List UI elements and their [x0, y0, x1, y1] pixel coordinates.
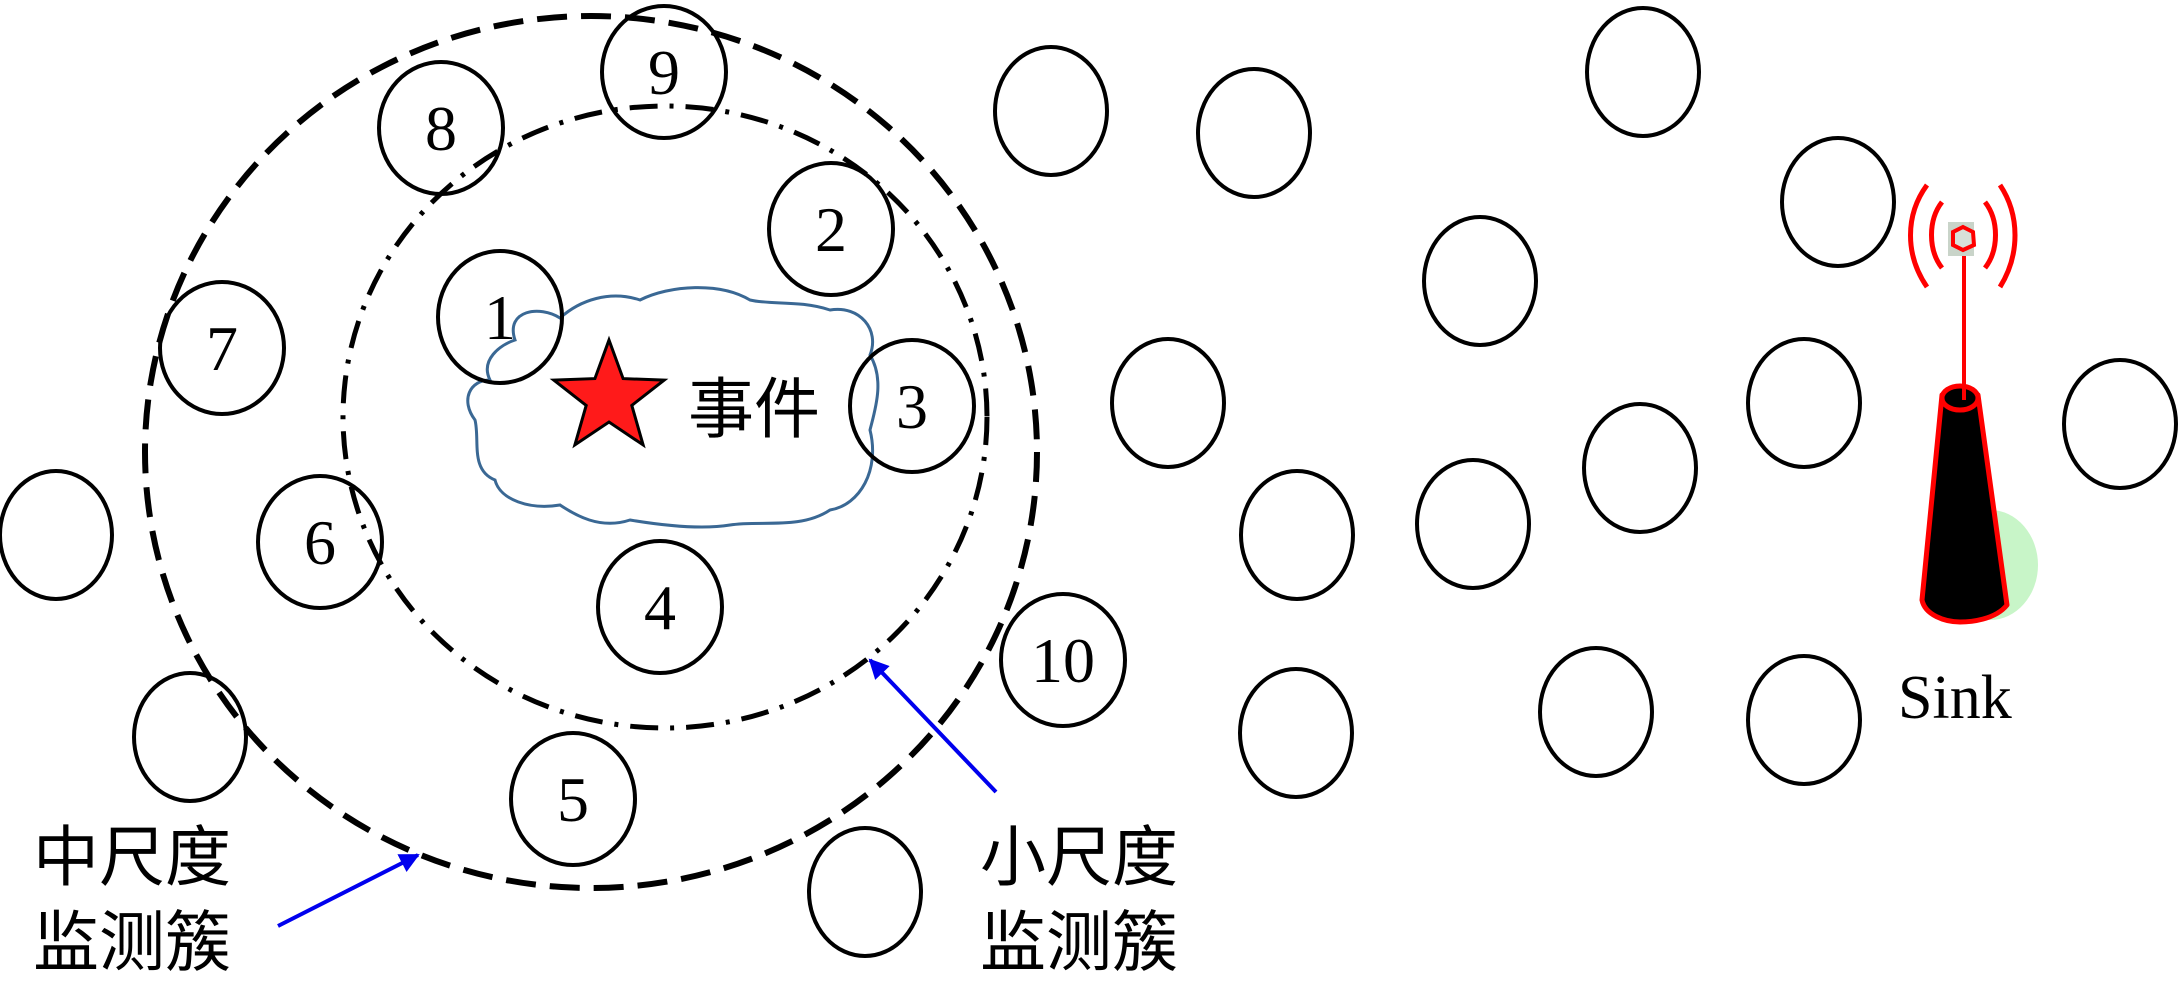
sensor-node [1238, 667, 1354, 799]
node-number: 3 [896, 371, 928, 442]
sensor-node-9: 9 [600, 4, 728, 140]
sensor-node [1780, 136, 1896, 268]
sensor-node [0, 469, 114, 601]
sensor-node-4: 4 [596, 539, 724, 675]
sensor-node [1585, 6, 1701, 138]
sensor-node [1582, 402, 1698, 534]
sensor-node-2: 2 [767, 161, 895, 297]
node-number: 7 [206, 313, 238, 384]
small-cluster-label-line2: 监测簇 [980, 907, 1178, 980]
sensor-node [1746, 654, 1862, 786]
sensor-node-7: 7 [158, 280, 286, 416]
sensor-node [1196, 67, 1312, 199]
sensor-node [2062, 358, 2178, 490]
sensor-node [1538, 646, 1654, 778]
small-cluster-annotation: 小尺度 监测簇 [868, 658, 1178, 980]
medium-cluster-label-line1: 中尺度 [33, 822, 231, 895]
sensor-node [807, 826, 923, 958]
event-cloud [466, 286, 880, 529]
sensor-node [993, 45, 1109, 177]
node-number: 5 [557, 764, 589, 835]
sensor-node [1746, 337, 1862, 469]
medium-cluster-label-line2: 监测簇 [33, 907, 231, 980]
sensor-node-6: 6 [256, 474, 384, 610]
event-label: 事件 [688, 374, 820, 447]
node-number: 6 [304, 507, 336, 578]
small-scale-cluster-boundary [340, 103, 990, 731]
sensor-node [132, 671, 248, 803]
sensor-node-10: 10 [999, 592, 1127, 728]
medium-cluster-arrow [277, 853, 420, 928]
node-number: 8 [425, 93, 457, 164]
node-number: 1 [484, 282, 516, 353]
sensor-node-8: 8 [377, 60, 505, 196]
node-number: 10 [1031, 625, 1095, 696]
sink-antenna-icon [1908, 183, 2038, 625]
event-star-icon [549, 335, 669, 449]
medium-scale-cluster-boundary [142, 13, 1040, 891]
node-number: 9 [648, 37, 680, 108]
sensor-node-5: 5 [509, 731, 637, 867]
sensor-node [1110, 337, 1226, 469]
node-number: 4 [644, 572, 676, 643]
sensor-node-3: 3 [848, 338, 976, 474]
sensor-node [1422, 215, 1538, 347]
medium-cluster-annotation: 中尺度 监测簇 [33, 822, 420, 980]
sensor-node [1239, 469, 1355, 601]
sensor-node [1415, 458, 1531, 590]
small-cluster-arrow [868, 658, 998, 794]
node-number: 2 [815, 194, 847, 265]
sensor-node-1: 1 [436, 249, 564, 385]
small-cluster-label-line1: 小尺度 [980, 822, 1178, 895]
sink-label: Sink [1898, 664, 2012, 732]
